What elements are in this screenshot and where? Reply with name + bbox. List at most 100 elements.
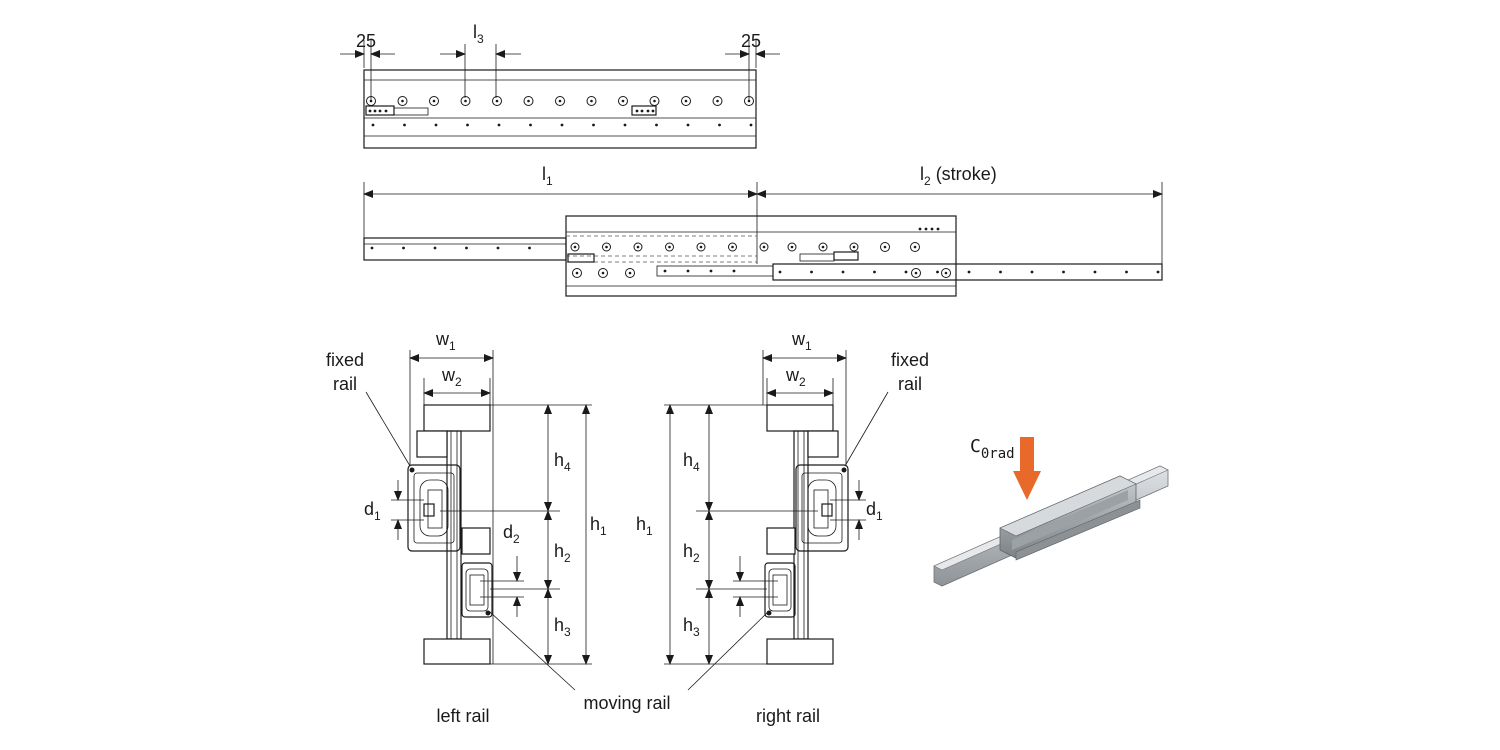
left-h3-label: h3	[554, 615, 571, 639]
small-hole	[373, 109, 377, 113]
mounting-hole-center	[575, 271, 579, 275]
extended-moving-rail	[772, 263, 1163, 281]
mounting-hole-center	[762, 245, 766, 249]
mounting-hole-center	[821, 245, 825, 249]
small-hole	[1125, 270, 1128, 274]
small-hole	[496, 246, 500, 250]
mounting-hole-center	[573, 245, 577, 249]
dim-25-right-label: 25	[741, 31, 761, 51]
small-hole	[936, 227, 940, 231]
small-hole	[663, 269, 667, 273]
small-hole	[403, 123, 406, 127]
dim-25-left-label: 25	[356, 31, 376, 51]
small-hole	[635, 109, 639, 113]
mounting-hole-center	[716, 99, 719, 103]
mounting-hole-center	[590, 99, 593, 103]
small-hole	[709, 269, 713, 273]
mounting-hole-center	[401, 99, 404, 103]
small-hole	[371, 123, 375, 127]
right-h4-label: h4	[683, 450, 700, 474]
small-hole	[810, 270, 813, 274]
mounting-hole-center	[914, 271, 918, 275]
small-hole	[529, 123, 532, 127]
mounting-hole-center	[668, 245, 671, 249]
small-hole	[370, 246, 374, 250]
small-hole	[368, 109, 372, 113]
top-view: 25 l3 25	[340, 22, 780, 149]
left-w2-label: w2	[441, 365, 462, 389]
small-hole	[904, 270, 908, 274]
small-hole	[1156, 270, 1160, 274]
mounting-hole-center	[790, 245, 794, 249]
mounting-hole-center	[369, 99, 373, 103]
left-h4-label: h4	[554, 450, 571, 474]
small-hole	[918, 227, 922, 231]
small-hole	[718, 123, 721, 127]
right-h2-label: h2	[683, 541, 700, 565]
right-fixed-rail-label-2: rail	[898, 374, 922, 394]
small-hole	[651, 109, 655, 113]
load-label-c0rad: C0rad	[970, 436, 1015, 462]
right-w2-label: w2	[785, 365, 806, 389]
small-hole	[640, 109, 644, 113]
dim-l1-label: l1	[542, 164, 553, 188]
small-hole	[841, 270, 845, 274]
mounting-hole-center	[605, 245, 608, 249]
left-rail-caption: left rail	[436, 706, 489, 726]
small-hole	[873, 270, 876, 274]
load-arrow-icon	[1013, 437, 1041, 500]
mounting-hole-center	[731, 245, 734, 249]
small-hole	[528, 246, 531, 250]
small-hole	[378, 109, 382, 113]
small-hole	[402, 246, 405, 250]
mounting-hole-center	[527, 99, 530, 103]
small-hole	[1062, 270, 1065, 274]
mounting-hole-center	[883, 245, 887, 249]
extended-view: l1 l2 (stroke)	[363, 164, 1163, 297]
mounting-hole-center	[495, 99, 499, 103]
dim-l3-label: l3	[473, 22, 484, 46]
small-hole	[1093, 270, 1097, 274]
mounting-hole-center	[464, 99, 467, 103]
top-view-carriage-right	[631, 105, 657, 116]
mounting-hole-center	[558, 99, 562, 103]
dim-l1: l1	[363, 164, 758, 238]
mounting-hole-center	[432, 99, 436, 103]
dim-25-left: 25	[340, 31, 395, 100]
small-hole	[560, 123, 564, 127]
mounting-hole-center	[944, 271, 948, 275]
small-hole	[686, 269, 690, 273]
extended-view-holes	[370, 227, 1160, 278]
small-hole	[434, 123, 438, 127]
small-hole	[936, 270, 939, 274]
small-hole	[465, 246, 468, 250]
top-view-carriage-left	[365, 105, 429, 116]
mounting-hole-center	[628, 271, 632, 275]
moving-rail-callout: moving rail	[489, 611, 769, 713]
small-hole	[623, 123, 627, 127]
small-hole	[592, 123, 595, 127]
right-fixed-rail-label-1: fixed	[891, 350, 929, 370]
mounting-hole-center	[852, 245, 856, 249]
small-hole	[732, 269, 736, 273]
moving-rail-label: moving rail	[583, 693, 670, 713]
small-hole	[646, 109, 650, 113]
left-rail-section: w1 w2 fixed rail d1 d2 h4 h2 h3 h1 left …	[326, 329, 607, 726]
mounting-hole-center	[699, 245, 703, 249]
right-rail-caption: right rail	[756, 706, 820, 726]
mounting-hole-center	[913, 245, 917, 249]
left-fixed-rail-label-2: rail	[333, 374, 357, 394]
dim-l3: l3	[440, 22, 521, 98]
top-view-holes	[366, 96, 754, 127]
left-w1-label: w1	[435, 329, 456, 353]
small-hole	[778, 270, 782, 274]
small-hole	[930, 227, 934, 231]
mounting-hole-center	[747, 99, 751, 103]
small-hole	[384, 109, 388, 113]
mounting-hole-center	[684, 99, 688, 103]
small-hole	[466, 123, 469, 127]
small-hole	[686, 123, 690, 127]
right-h3-label: h3	[683, 615, 700, 639]
right-w1-label: w1	[791, 329, 812, 353]
small-hole	[749, 123, 753, 127]
